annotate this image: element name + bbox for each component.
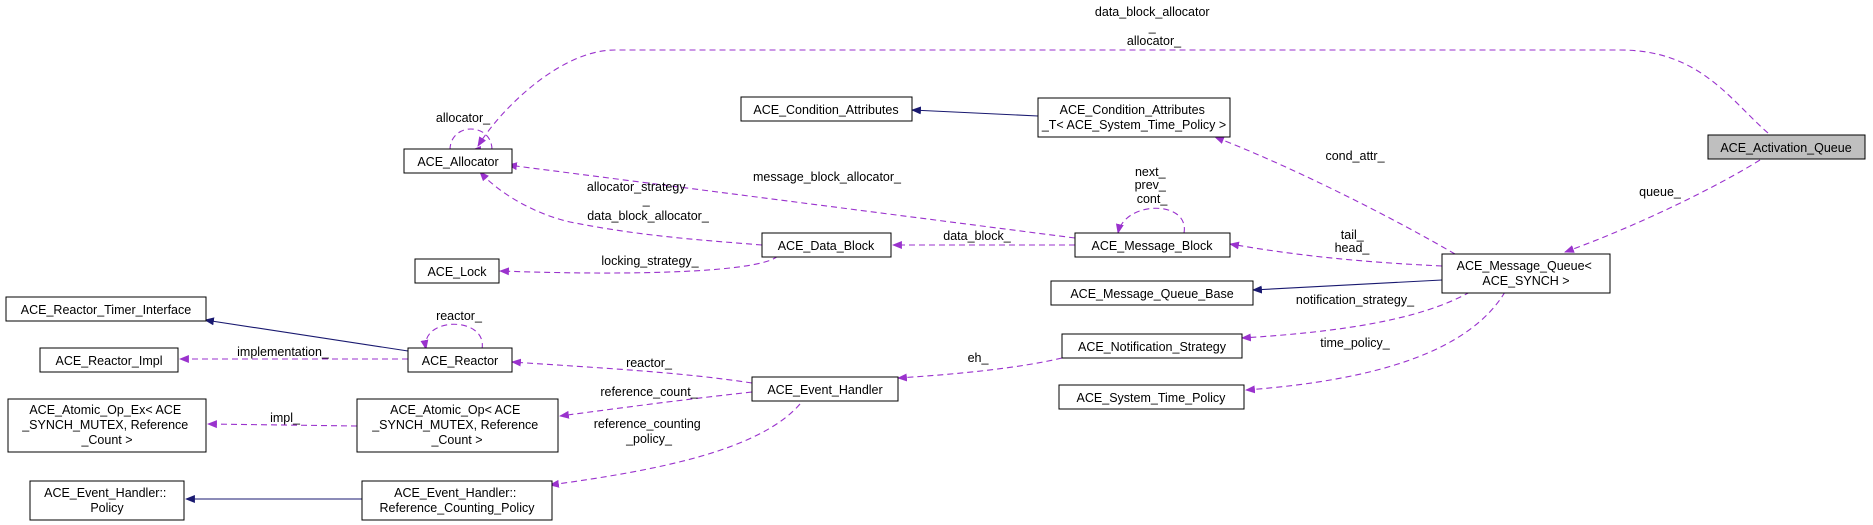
node-reference-counting-policy[interactable]: ACE_Event_Handler:: Reference_Counting_P… (361, 480, 553, 521)
edge-message-block-allocator (507, 162, 1076, 239)
edge-reference-count (559, 391, 753, 419)
edge-inherit-reactor-timer-interface (204, 317, 409, 352)
label-reactor: reactor_ (626, 356, 673, 370)
svg-text:ACE_Event_Handler: ACE_Event_Handler (767, 383, 882, 397)
edge-message-block-self (1115, 207, 1185, 234)
label-reference-count: reference_count_ (600, 385, 698, 399)
edge-labels: data_block_allocator _ allocator_ alloca… (237, 5, 1682, 446)
edge-queue (1564, 159, 1761, 253)
edge-tail-head (1229, 241, 1443, 267)
node-atomic-op[interactable]: ACE_Atomic_Op< ACE _SYNCH_MUTEX, Referen… (356, 398, 559, 453)
node-message-queue[interactable]: ACE_Message_Queue< ACE_SYNCH > (1441, 253, 1611, 294)
edge-allocator-strategy (479, 171, 763, 246)
label-eh: eh_ (968, 351, 990, 365)
edge-impl (207, 420, 358, 429)
label-locking-strategy: locking_strategy_ (601, 254, 699, 268)
edge-inherit-condition-attributes (911, 106, 1039, 117)
edge-cond-attr (1214, 136, 1456, 255)
label-data-block-allocator: data_block_allocator _ allocator_ (1095, 5, 1213, 48)
node-data-block[interactable]: ACE_Data_Block (761, 232, 892, 258)
edge-reference-counting-policy (549, 403, 801, 488)
svg-text:ACE_System_Time_Policy: ACE_System_Time_Policy (1077, 391, 1227, 405)
edge-reactor (511, 358, 753, 384)
svg-text:ACE_Reactor_Timer_Interface: ACE_Reactor_Timer_Interface (21, 303, 191, 317)
svg-text:ACE_Lock: ACE_Lock (427, 265, 487, 279)
label-queue: queue_ (1639, 185, 1682, 199)
label-time-policy: time_policy_ (1320, 336, 1391, 350)
node-lock[interactable]: ACE_Lock (414, 258, 500, 284)
svg-text:ACE_Atomic_Op_Ex< ACE: ACE_Atomic_Op_Ex< ACE _SYNCH_MUTEX, Refe… (21, 403, 192, 447)
svg-text:ACE_Atomic_Op< ACE _SY: ACE_Atomic_Op< ACE _SYNCH_MUTEX, Referen… (371, 403, 542, 447)
label-allocator-strategy: allocator_strategy _ data_block_allocato… (587, 180, 710, 223)
label-reference-counting-policy: reference_counting _policy_ (594, 417, 705, 446)
node-event-handler[interactable]: ACE_Event_Handler (751, 376, 899, 402)
svg-text:ACE_Data_Block: ACE_Data_Block (778, 239, 875, 253)
node-message-block[interactable]: ACE_Message_Block (1074, 232, 1231, 258)
node-notification-strategy[interactable]: ACE_Notification_Strategy (1061, 333, 1243, 359)
svg-text:ACE_Activation_Queue: ACE_Activation_Queue (1720, 141, 1851, 155)
node-event-handler-policy[interactable]: ACE_Event_Handler:: Policy (29, 480, 185, 521)
edge-notification-strategy (1241, 291, 1471, 342)
label-allocator-self: allocator_ (436, 111, 491, 125)
node-reactor-timer-interface[interactable]: ACE_Reactor_Timer_Interface (5, 296, 207, 322)
edge-allocator-self (449, 128, 496, 151)
node-activation-queue[interactable]: ACE_Activation_Queue (1707, 134, 1866, 160)
svg-text:ACE_Message_Queue< ACE: ACE_Message_Queue< ACE_SYNCH > (1457, 259, 1596, 288)
edge-reactor-self (420, 323, 483, 350)
label-message-block-allocator: message_block_allocator_ (753, 170, 902, 184)
node-atomic-op-ex[interactable]: ACE_Atomic_Op_Ex< ACE _SYNCH_MUTEX, Refe… (7, 398, 207, 453)
svg-text:ACE_Message_Queue_Base: ACE_Message_Queue_Base (1070, 287, 1233, 301)
node-condition-attributes-t[interactable]: ACE_Condition_Attributes _T< ACE_System_… (1037, 97, 1231, 138)
edges (179, 49, 1769, 503)
svg-text:ACE_Condition_Attributes: ACE_Condition_Attributes (753, 103, 898, 117)
label-cond-attr: cond_attr_ (1325, 149, 1385, 163)
svg-text:ACE_Reactor: ACE_Reactor (422, 354, 498, 368)
edge-locking-strategy (499, 255, 779, 276)
svg-text:ACE_Notification_Strategy: ACE_Notification_Strategy (1078, 340, 1227, 354)
svg-text:ACE_Reactor_Impl: ACE_Reactor_Impl (56, 354, 163, 368)
node-message-queue-base[interactable]: ACE_Message_Queue_Base (1050, 280, 1254, 306)
label-notification-strategy: notification_strategy_ (1296, 293, 1415, 307)
node-reactor[interactable]: ACE_Reactor (407, 347, 513, 373)
node-allocator[interactable]: ACE_Allocator (403, 148, 513, 174)
node-system-time-policy[interactable]: ACE_System_Time_Policy (1058, 384, 1245, 410)
node-reactor-impl[interactable]: ACE_Reactor_Impl (39, 347, 179, 373)
label-next-prev-cont: next_ prev_ cont_ (1135, 165, 1170, 206)
svg-text:ACE_Allocator: ACE_Allocator (417, 155, 498, 169)
svg-text:ACE_Event_Handler:: Re: ACE_Event_Handler:: Reference_Counting_P… (380, 486, 536, 515)
label-data-block: data_block_ (943, 229, 1011, 243)
edge-data-block-allocator (477, 49, 1769, 147)
edge-inherit-message-queue-base (1252, 279, 1443, 294)
label-tail-head: tail_ head_ (1335, 228, 1371, 255)
label-implementation: implementation_ (237, 345, 330, 359)
nodes: ACE_Activation_Queue ACE_Allocator ACE_C… (5, 96, 1866, 521)
edge-eh (897, 357, 1063, 382)
svg-text:ACE_Condition_Attributes: ACE_Condition_Attributes _T< ACE_System_… (1041, 103, 1226, 132)
node-condition-attributes[interactable]: ACE_Condition_Attributes (740, 96, 913, 122)
svg-text:ACE_Event_Handler:: Po: ACE_Event_Handler:: Policy (44, 486, 170, 515)
svg-text:ACE_Message_Block: ACE_Message_Block (1092, 239, 1214, 253)
label-reactor-self: reactor_ (436, 309, 483, 323)
label-impl: impl_ (270, 411, 301, 425)
